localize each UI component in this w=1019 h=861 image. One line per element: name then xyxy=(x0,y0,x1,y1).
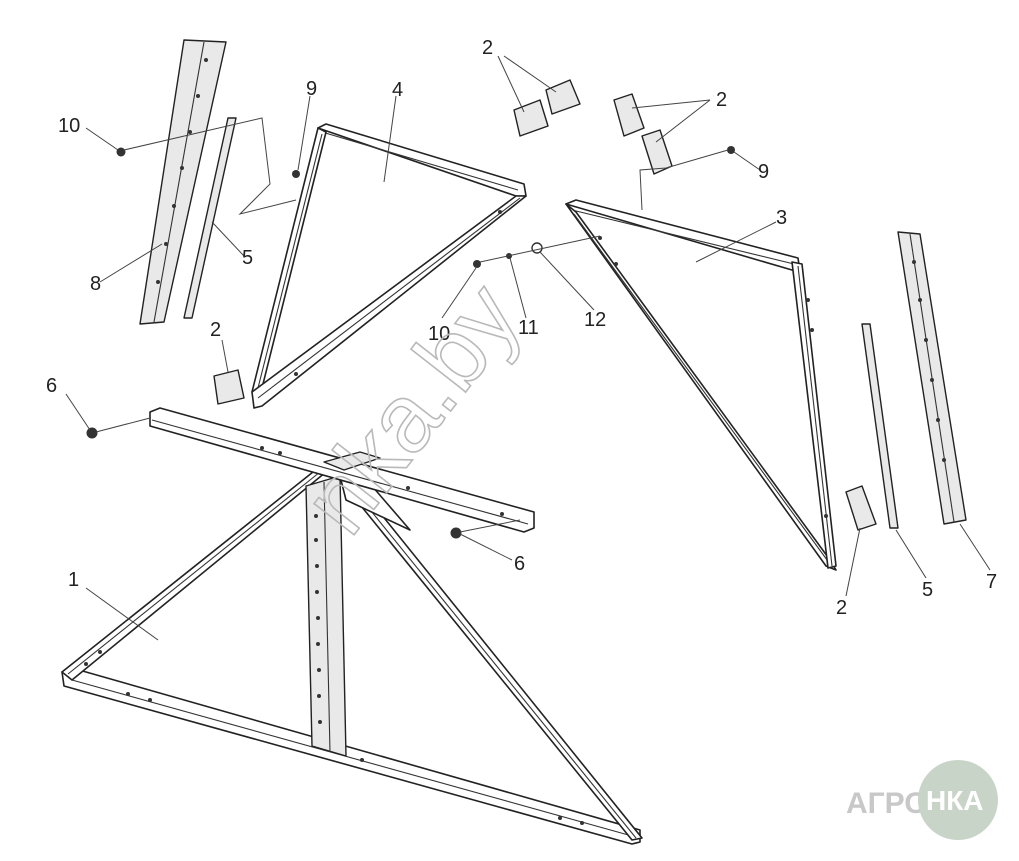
logo-circle-icon xyxy=(918,760,998,840)
hinge-icon xyxy=(545,79,581,115)
part-1-base-frame xyxy=(61,467,643,845)
callout-label: 6 xyxy=(514,553,525,575)
part-5-left-strip xyxy=(183,117,237,319)
logo-left-text: АГРО xyxy=(846,787,928,820)
callout-label: 4 xyxy=(392,79,403,101)
callout-label: 10 xyxy=(428,323,450,345)
hinge-icon xyxy=(213,369,245,405)
hinge-icon xyxy=(845,485,877,531)
part-3-right-triangle xyxy=(565,199,837,571)
callout-label: 9 xyxy=(306,78,317,100)
callout-label: 2 xyxy=(210,319,221,341)
nut-icon xyxy=(473,260,481,268)
leader-lines xyxy=(65,55,991,641)
hinge-icon-group xyxy=(213,79,877,531)
hinge-icon xyxy=(513,99,549,137)
callout-label: 2 xyxy=(836,597,847,619)
part-5-right-strip xyxy=(861,323,899,529)
hinge-icon xyxy=(613,93,645,137)
callout-label: 12 xyxy=(584,309,606,331)
part-8-left-profile xyxy=(139,39,227,325)
bolt-icon xyxy=(727,146,735,154)
callout-label: 2 xyxy=(716,89,727,111)
part-7-right-profile xyxy=(897,231,967,525)
nut-icon xyxy=(86,427,98,439)
agronka-logo: АГРО НКА xyxy=(846,760,998,840)
callout-label: 1 xyxy=(68,569,79,591)
callout-label: 3 xyxy=(776,207,787,229)
callout-label: 7 xyxy=(986,571,997,593)
callout-label: 10 xyxy=(58,115,80,137)
callout-label: 8 xyxy=(90,273,101,295)
callout-label: 2 xyxy=(482,37,493,59)
washer-icon xyxy=(531,242,543,254)
part-4-left-triangle xyxy=(251,123,527,409)
callout-label: 11 xyxy=(518,317,539,339)
callout-label: 5 xyxy=(242,247,253,269)
bolt-icon xyxy=(292,170,300,178)
nut-icon xyxy=(450,527,462,539)
callout-label: 5 xyxy=(922,579,933,601)
part-top-crossbar xyxy=(149,407,535,533)
callout-label: 6 xyxy=(46,375,57,397)
callout-labels: 10 9 4 2 2 9 3 8 5 2 10 11 12 6 6 1 2 5 … xyxy=(46,37,997,619)
nut-icon xyxy=(116,147,126,157)
callout-label: 9 xyxy=(758,161,769,183)
logo-right-text: НКА xyxy=(926,785,984,816)
